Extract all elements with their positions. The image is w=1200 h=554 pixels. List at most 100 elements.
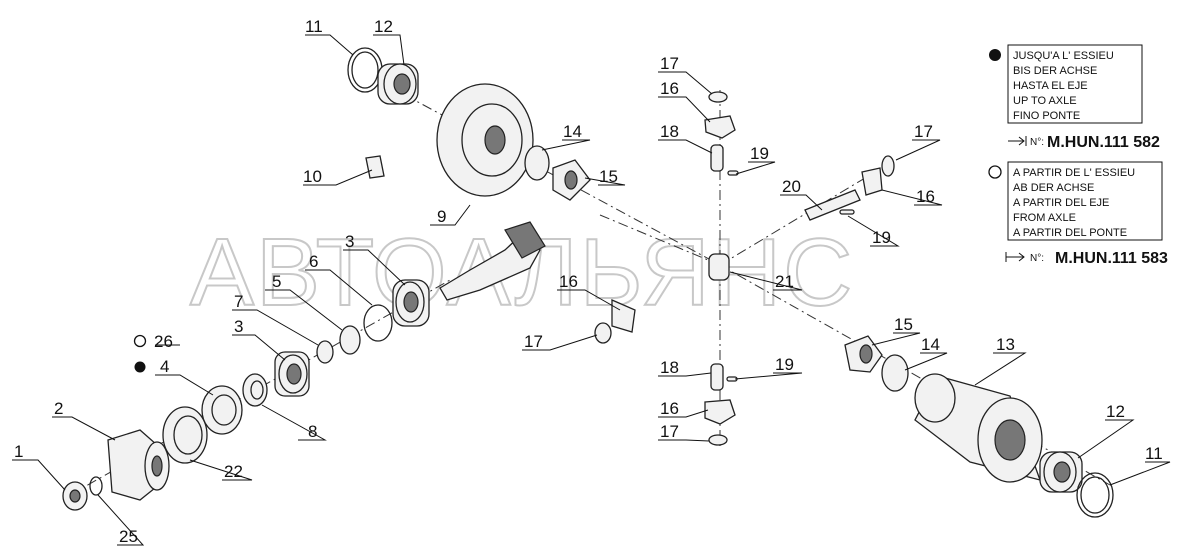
part-9-crown-wheel [436, 83, 534, 197]
label-11a: 11 [305, 17, 323, 36]
part-19-roll-pin-right [839, 209, 855, 215]
part-9-pinion-shaft [439, 221, 546, 301]
part-11-snap-ring-bottom [1076, 472, 1114, 518]
label-16a: 16 [660, 79, 679, 98]
legend-filled-ref-prefix: N°: [1030, 137, 1044, 148]
legend-filled: JUSQU'A L' ESSIEU BIS DER ACHSE HASTA EL… [989, 44, 1160, 151]
label-25: 25 [119, 527, 138, 546]
label-10: 10 [303, 167, 322, 186]
label-19b: 19 [872, 228, 891, 247]
legend-open-line-3: A PARTIR DEL EJE [1013, 197, 1109, 209]
label-3a: 3 [345, 232, 354, 251]
part-17-washer-top [708, 91, 728, 103]
label-16d: 16 [660, 399, 679, 418]
label-2: 2 [54, 399, 63, 418]
part-14-thrust-washer-top [524, 145, 550, 181]
part-10-bolt [365, 155, 385, 179]
label-14b: 14 [921, 335, 940, 354]
label-8: 8 [308, 422, 317, 441]
part-15-side-gear-top [552, 159, 591, 201]
label-11b: 11 [1145, 444, 1163, 463]
legend-filled-line-2: BIS DER ACHSE [1013, 65, 1097, 77]
legend-open-line-4: FROM AXLE [1013, 212, 1076, 224]
differential-spider [594, 91, 895, 446]
part-5-spacer [339, 325, 361, 355]
label-5: 5 [272, 272, 281, 291]
legend-open-line-2: AB DER ACHSE [1013, 182, 1094, 194]
label-3b: 3 [234, 317, 243, 336]
label-16b: 16 [916, 187, 935, 206]
part-18-pin-bottom [710, 363, 724, 391]
part-1-nut [62, 481, 88, 511]
label-1: 1 [14, 442, 23, 461]
legend-filled-line-4: UP TO AXLE [1013, 95, 1077, 107]
part-12-bearing-bottom [1039, 451, 1083, 493]
label-22: 22 [224, 462, 243, 481]
label-12a: 12 [374, 17, 393, 36]
part-17-washer-bottom [708, 434, 728, 446]
legend-open-line-5: A PARTIR DEL PONTE [1013, 227, 1127, 239]
legend-filled-line-5: FINO PONTE [1013, 110, 1080, 122]
open-circle-marker-26 [133, 334, 147, 348]
label-13: 13 [996, 335, 1015, 354]
label-15a: 15 [599, 167, 618, 186]
legend-filled-box [1007, 44, 1143, 124]
label-19a: 19 [750, 144, 769, 163]
part-21-cross-hub [708, 253, 730, 281]
label-16c: 16 [559, 272, 578, 291]
input-flange-assembly [62, 221, 546, 511]
part-labels: 1 2 3 3 4 5 6 7 8 9 10 11 11 12 12 13 14… [14, 17, 1163, 546]
part-13-differential-case [914, 373, 1043, 483]
part-12-bearing-top [377, 63, 419, 105]
label-12b: 12 [1106, 402, 1125, 421]
legend-open: A PARTIR DE L' ESSIEU AB DER ACHSE A PAR… [988, 161, 1168, 267]
part-16-planet-gear-right [861, 167, 883, 196]
label-17d: 17 [660, 422, 679, 441]
label-14a: 14 [563, 122, 582, 141]
label-6: 6 [309, 252, 318, 271]
open-circle-icon [988, 165, 1002, 179]
label-17b: 17 [914, 122, 933, 141]
label-4: 4 [160, 357, 169, 376]
part-16-planet-gear-top [704, 115, 736, 139]
label-17a: 17 [660, 54, 679, 73]
part-20-cross-shaft [804, 189, 861, 221]
label-21: 21 [775, 272, 794, 291]
filled-circle-marker-4 [134, 361, 146, 373]
part-4-ring [201, 385, 243, 435]
part-16-planet-gear-bottom [704, 399, 736, 425]
part-8-spacer [242, 373, 268, 407]
label-17c: 17 [524, 332, 543, 351]
part-7-snap-ring [316, 340, 334, 364]
filled-circle-icon [989, 49, 1001, 61]
label-18a: 18 [660, 122, 679, 141]
part-17-washer-right [881, 155, 895, 177]
legend-open-line-1: A PARTIR DE L' ESSIEU [1013, 167, 1135, 179]
crown-wheel-group [347, 47, 591, 201]
label-26: 26 [154, 332, 173, 351]
part-17-washer-left [594, 322, 612, 344]
part-25-washer [89, 476, 103, 496]
leader-lines [12, 34, 1171, 546]
arrow-to-icon [1008, 136, 1027, 146]
legend-open-ref-value: M.HUN.111 583 [1055, 250, 1168, 267]
part-14-thrust-washer-bottom [881, 354, 909, 392]
legend-filled-ref-value: M.HUN.111 582 [1047, 134, 1160, 151]
part-18-pin-top [710, 144, 724, 172]
part-15-side-gear-bottom [844, 335, 883, 373]
label-19c: 19 [775, 355, 794, 374]
part-2-flange-yoke [107, 429, 170, 501]
arrow-from-icon [1005, 252, 1025, 262]
part-22-seal [162, 406, 208, 464]
label-15b: 15 [894, 315, 913, 334]
label-20: 20 [782, 177, 801, 196]
legend-open-ref-prefix: N°: [1030, 253, 1044, 264]
part-19-roll-pin-top [727, 170, 739, 176]
differential-case-group [844, 335, 1114, 518]
legend-open-box [1007, 161, 1163, 241]
part-3-bearing-front [274, 351, 310, 397]
label-18b: 18 [660, 358, 679, 377]
legend-filled-line-1: JUSQU'A L' ESSIEU [1013, 50, 1114, 62]
part-16-planet-gear-left [611, 299, 636, 333]
